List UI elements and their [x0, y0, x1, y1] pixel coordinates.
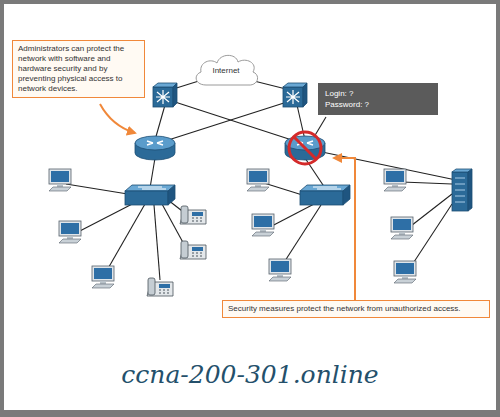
- pc-symbol: [269, 259, 291, 281]
- denied-slash: [294, 137, 316, 159]
- login-pointer: [314, 117, 326, 137]
- watermark: ccna-200-301.online: [0, 360, 500, 389]
- callout-leader: [100, 104, 135, 133]
- multilayer-switch: [283, 83, 307, 107]
- wire: [410, 204, 452, 268]
- access-denied-symbol: [289, 132, 321, 164]
- cloud-shape: [196, 55, 257, 85]
- multilayer-switch: [153, 83, 177, 107]
- router-symbol: [135, 136, 175, 160]
- callout-text: Security measures protect the network fr…: [228, 304, 484, 314]
- switch-symbol: [125, 185, 175, 205]
- callout-leader: [334, 158, 355, 300]
- wire: [106, 204, 145, 272]
- cloud-label: Internet: [212, 66, 239, 75]
- wire: [154, 205, 160, 280]
- denied-circle: [289, 132, 321, 164]
- login-prompt-box: Login: ?Password: ?: [318, 83, 438, 115]
- frame-inner: [4, 4, 496, 410]
- wire: [150, 158, 155, 188]
- ip-phone-symbol: [180, 206, 206, 224]
- wire: [155, 105, 165, 140]
- wire: [175, 102, 298, 142]
- pc-symbol: [384, 169, 406, 191]
- ip-phone-symbol: [180, 241, 206, 259]
- pc-symbol: [394, 261, 416, 283]
- pc-symbol: [391, 217, 413, 239]
- callout-box: Administrators can protect the network w…: [12, 40, 145, 98]
- wire: [402, 182, 452, 184]
- prompt-text: Password: ?: [325, 99, 431, 110]
- wire: [407, 194, 452, 229]
- pc-symbol: [92, 266, 114, 288]
- server-symbol: [452, 169, 472, 211]
- callout-text: Administrators can protect the network w…: [18, 44, 139, 94]
- network-wires: [66, 80, 456, 280]
- ip-phone-symbol: [147, 278, 173, 296]
- callout-box: Security measures protect the network fr…: [222, 300, 490, 318]
- switch-symbol: [300, 185, 350, 205]
- internet-cloud: Internet: [190, 50, 262, 90]
- wire: [162, 102, 287, 142]
- prompt-text: Login: ?: [325, 88, 431, 99]
- pc-symbol: [252, 214, 274, 236]
- wire: [283, 205, 321, 264]
- pc-symbol: [49, 169, 71, 191]
- pc-symbol: [247, 169, 269, 191]
- pc-symbol: [59, 221, 81, 243]
